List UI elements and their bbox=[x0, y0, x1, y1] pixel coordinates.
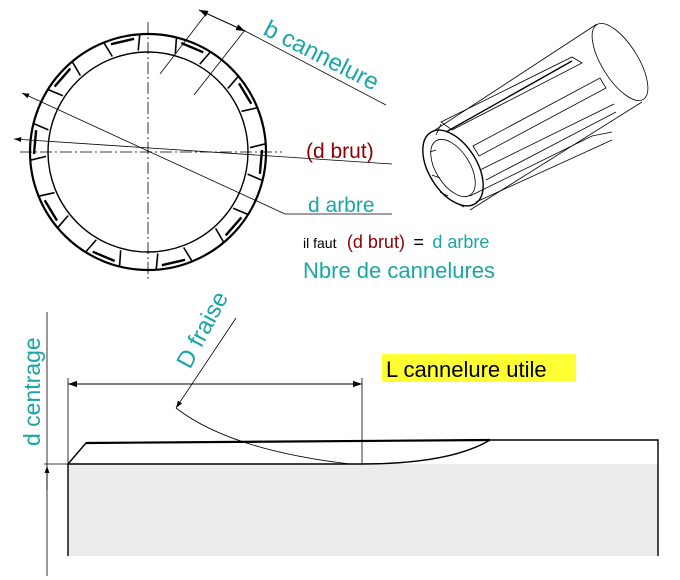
longitudinal-view bbox=[44, 312, 659, 576]
equation-line: il faut (d brut) = d arbre bbox=[303, 232, 489, 252]
cross-section-view bbox=[13, 9, 393, 282]
iso-spline-1-edge bbox=[445, 60, 573, 133]
d-brut-leader bbox=[13, 136, 393, 165]
spline-groove-bottom bbox=[43, 199, 59, 222]
cyl-bottom-edge bbox=[469, 101, 643, 211]
label-d-centrage: d centrage bbox=[19, 337, 45, 446]
label-b-cannelure: b cannelure bbox=[259, 15, 383, 96]
label-nbre-cannelures: Nbre de cannelures bbox=[303, 258, 495, 283]
spline-groove bbox=[227, 75, 258, 113]
spline-groove-bottom bbox=[53, 67, 72, 88]
b-extension-line-1 bbox=[159, 13, 207, 75]
iso-spline-4 bbox=[469, 131, 613, 197]
d-fraise-leader bbox=[175, 317, 237, 409]
shaft-body-fill bbox=[68, 464, 658, 556]
iso-tick-marks bbox=[429, 123, 465, 208]
b-extension-line-2 bbox=[193, 29, 246, 96]
spline-grooves bbox=[30, 34, 266, 270]
iso-spline-2 bbox=[472, 77, 607, 157]
spline-groove bbox=[247, 143, 266, 182]
spline-groove-bottom bbox=[161, 258, 186, 267]
spline-groove bbox=[38, 191, 69, 229]
label-equals: = bbox=[413, 232, 424, 252]
label-d-arbre: d arbre bbox=[308, 194, 375, 217]
spline-groove bbox=[174, 37, 212, 65]
spline-groove-bottom bbox=[258, 149, 264, 174]
cyl-top-edge bbox=[431, 23, 598, 133]
groove-top-edge bbox=[85, 438, 491, 445]
label-eq-d-brut: (d brut) bbox=[347, 232, 405, 252]
label-l-cannelure-utile: L cannelure utile bbox=[386, 357, 547, 382]
spline-groove-bottom bbox=[237, 82, 253, 105]
spline-groove bbox=[155, 247, 193, 270]
spline-groove bbox=[214, 207, 249, 243]
isometric-view bbox=[422, 23, 649, 211]
iso-spline-3 bbox=[479, 103, 615, 171]
iso-spline-1 bbox=[440, 56, 583, 131]
fraise-arc bbox=[175, 407, 351, 465]
groove-bottom bbox=[68, 439, 491, 465]
cyl-near-end bbox=[422, 129, 484, 207]
spline-groove bbox=[30, 122, 49, 161]
label-il-faut: il faut bbox=[303, 235, 337, 251]
label-d-brut: (d brut) bbox=[306, 140, 374, 163]
l-cannelure-highlight bbox=[382, 354, 576, 382]
b-dimension-leader bbox=[244, 30, 387, 106]
spline-groove-bottom bbox=[224, 216, 243, 237]
label-eq-d-arbre: d arbre bbox=[432, 232, 489, 252]
spline-groove-bottom bbox=[110, 37, 135, 46]
iso-spline-3b bbox=[485, 111, 617, 181]
spline-groove-bottom bbox=[180, 41, 204, 54]
b-dimension-line bbox=[198, 9, 246, 32]
cyl-near-end-inner bbox=[430, 139, 476, 197]
label-d-fraise: D fraise bbox=[171, 287, 234, 373]
iso-spline-4b bbox=[475, 139, 613, 203]
cyl-far-end bbox=[591, 23, 649, 101]
d-arbre-leader bbox=[21, 92, 286, 215]
spline-groove bbox=[47, 61, 82, 97]
spline-groove bbox=[103, 34, 141, 57]
spline-groove-bottom bbox=[92, 250, 116, 263]
spline-groove-bottom bbox=[32, 130, 38, 155]
spline-groove bbox=[84, 239, 122, 267]
